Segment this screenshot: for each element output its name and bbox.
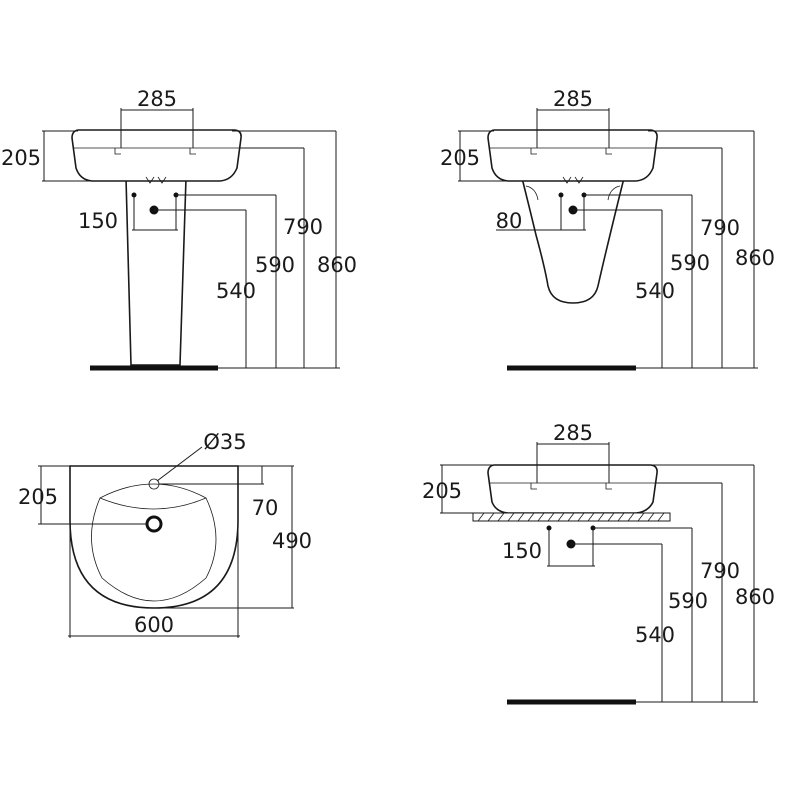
shroud-fixings [525,185,621,201]
basin-body [71,129,242,182]
dim-height-790: 790 [283,215,323,239]
dim-waste-spacing: 150 [502,539,542,563]
tap-hole-left [114,148,121,155]
overflow-mark [145,176,167,184]
dim-height-540: 540 [216,279,256,303]
bowl-ledge [99,497,207,510]
dim-height-860: 860 [735,246,775,270]
dim-height-790: 790 [700,559,740,583]
dim-width-600: 600 [134,613,174,637]
dim-height-860: 860 [317,253,357,277]
semi-pedestal-shroud [520,177,626,304]
dim-basin-depth: 205 [422,479,462,503]
dim-height-540: 540 [635,279,675,303]
pedestal-front-view: 285 205 150 540 590 790 860 [1,87,357,371]
basin-body [487,464,658,514]
dim-offset-70: 70 [252,496,279,520]
dim-height-590: 590 [255,253,295,277]
dim-height-790: 790 [700,216,740,240]
dim-height-590: 590 [670,251,710,275]
tap-hole-right [189,148,196,155]
dim-basin-depth: 205 [440,146,480,170]
top-view: Ø35 205 70 490 600 [18,430,312,638]
dim-tap-spacing: 285 [553,87,593,111]
basin-bowl [91,483,217,602]
dim-depth-205: 205 [18,485,58,509]
dim-basin-depth: 205 [1,146,41,170]
basin-body [487,129,658,182]
dim-height-540: 540 [635,623,675,647]
dim-height-590: 590 [668,589,708,613]
basin-outline [69,465,239,609]
dim-tap-spacing: 285 [553,421,593,445]
dim-depth-490: 490 [272,529,312,553]
dim-tap-spacing: 285 [137,87,177,111]
wall-hung-front-view: 285 205 150 540 590 790 860 [422,421,775,705]
dim-tap-hole-diameter: Ø35 [203,430,246,454]
semi-pedestal-front-view: 285 205 80 540 590 790 860 [440,87,775,371]
dim-height-860: 860 [735,585,775,609]
dim-waste-spacing: 150 [78,209,118,233]
dim-waste-spacing: 80 [496,209,523,233]
